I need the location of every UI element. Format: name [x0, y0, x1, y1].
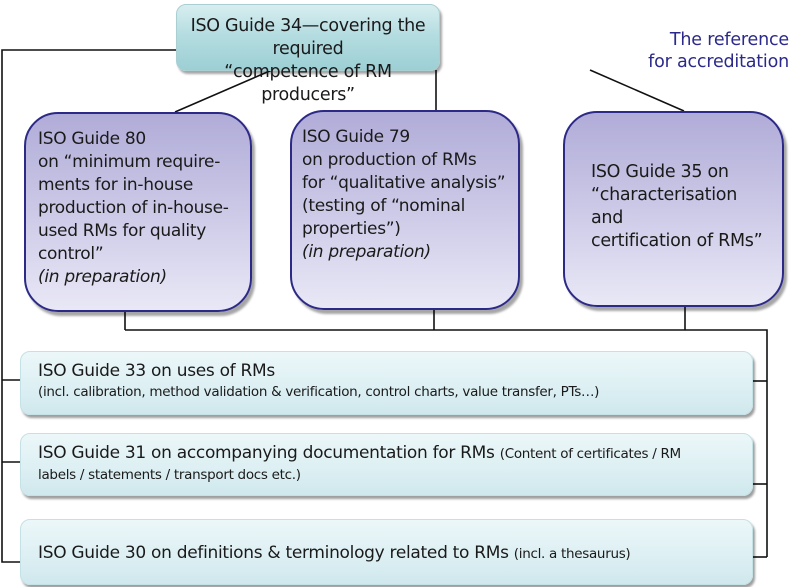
guide-35-line: “characterisation and: [591, 185, 737, 228]
guide-80-line: used RMs for quality: [38, 221, 206, 241]
connector-middle-bus: [125, 329, 768, 557]
connector-top-g80: [174, 69, 273, 113]
guide-79-line: properties”): [302, 219, 401, 239]
guide-31-detail-inline: (Content of certificates / RM: [499, 446, 681, 462]
guide-80-status: (in preparation): [38, 267, 167, 287]
guide-31-title: ISO Guide 31 on accompanying documentati…: [38, 443, 495, 463]
iso-guide-34-line1: ISO Guide 34—covering the required: [190, 16, 426, 59]
iso-guide-34-box: ISO Guide 34—covering the required “comp…: [176, 4, 440, 105]
guide-31-detail: labels / statements / transport docs etc…: [38, 467, 301, 483]
guide-80-line: production of in-house-: [38, 198, 229, 218]
guide-79-line: ISO Guide 79: [302, 127, 410, 147]
reference-for-accreditation-label: The reference for accreditation: [629, 29, 789, 73]
connector-left-bus: [1, 49, 176, 563]
reference-label-line1: The reference: [669, 30, 789, 50]
iso-guide-35-box: ISO Guide 35 on “characterisation and ce…: [563, 111, 784, 307]
guide-33-detail: (incl. calibration, method validation & …: [38, 384, 600, 400]
guide-79-status: (in preparation): [302, 242, 431, 262]
guide-35-line: certification of RMs”: [591, 231, 763, 251]
iso-guide-31-box: ISO Guide 31 on accompanying documentati…: [20, 433, 753, 496]
guide-33-title: ISO Guide 33 on uses of RMs: [38, 361, 275, 381]
reference-label-line2: for accreditation: [648, 52, 789, 72]
iso-guide-34-line2: “competence of RM producers”: [224, 62, 392, 105]
guide-79-line: on production of RMs: [302, 150, 477, 170]
guide-79-line: (testing of “nominal: [302, 196, 466, 216]
guide-79-line: for “qualitative analysis”: [302, 173, 506, 193]
guide-80-line: on “minimum require-: [38, 152, 221, 172]
iso-guide-79-box: ISO Guide 79 on production of RMs for “q…: [290, 110, 520, 310]
guide-30-title: ISO Guide 30 on definitions & terminolog…: [38, 543, 509, 563]
iso-guide-30-box: ISO Guide 30 on definitions & terminolog…: [20, 519, 753, 585]
guide-80-line: control”: [38, 244, 104, 264]
connector-top-g35: [589, 69, 685, 112]
iso-guide-80-box: ISO Guide 80 on “minimum require- ments …: [24, 112, 252, 312]
guide-30-detail-inline: (incl. a thesaurus): [513, 546, 631, 562]
guide-35-line: ISO Guide 35 on: [591, 162, 729, 182]
guide-80-line: ments for in-house: [38, 175, 193, 195]
guide-80-line: ISO Guide 80: [38, 129, 146, 149]
iso-guide-33-box: ISO Guide 33 on uses of RMs (incl. calib…: [20, 351, 753, 415]
